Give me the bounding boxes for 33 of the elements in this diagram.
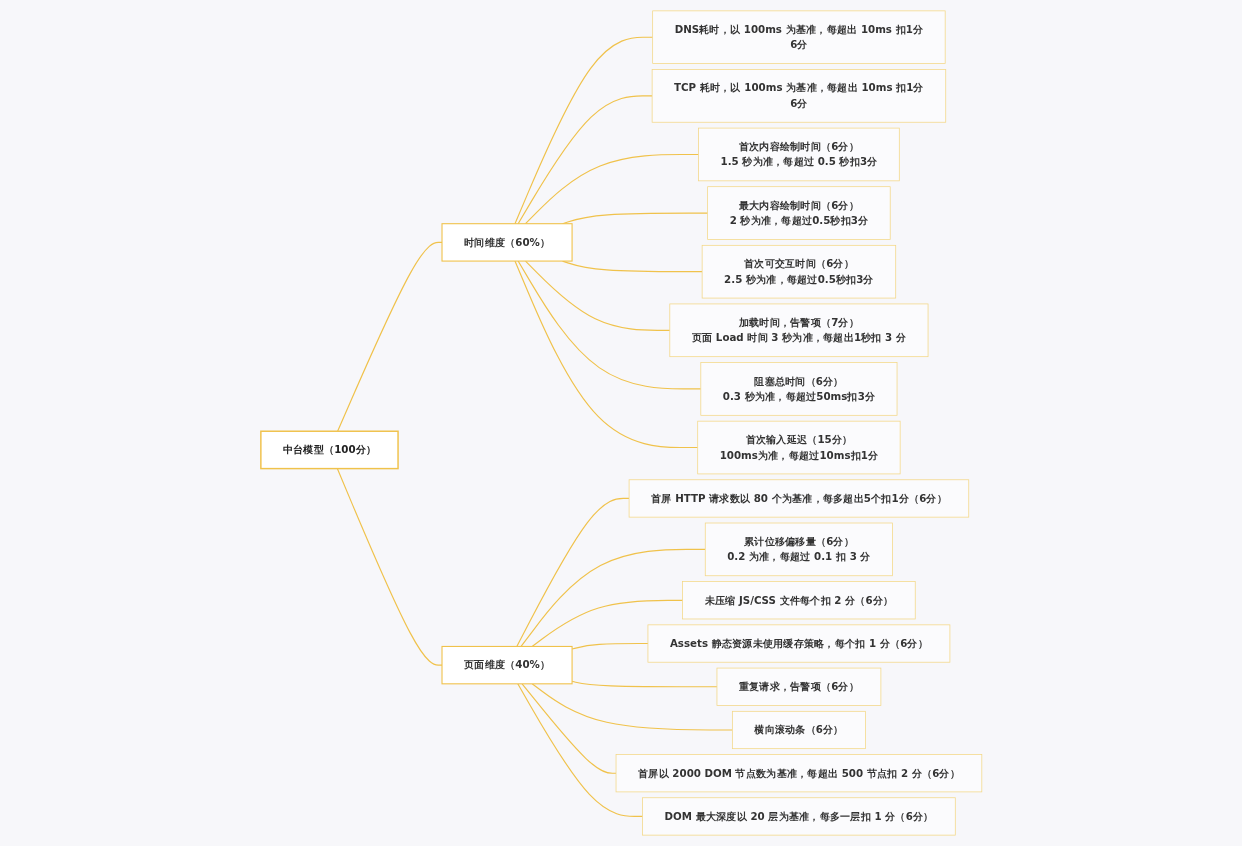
node-box: 时间维度（60%） xyxy=(441,223,573,262)
node-box: 首次内容绘制时间（6分） 1.5 秒为准，每超过 0.5 秒扣3分 xyxy=(697,127,900,182)
connector xyxy=(571,680,718,688)
connector xyxy=(520,548,706,648)
node-box: 中台模型（100分） xyxy=(259,430,399,470)
node-box: 累计位移偏移量（6分） 0.2 为准，每超过 0.1 扣 3 分 xyxy=(704,522,893,577)
node-box: Assets 静态资源未使用缓存策略，每个扣 1 分（6分） xyxy=(647,624,950,663)
node-box: 最大内容绘制时间（6分） 2 秒为准，每超过0.5秒扣3分 xyxy=(706,186,891,240)
node-box: 首屏以 2000 DOM 节点数为基准，每超出 500 节点扣 2 分（6分） xyxy=(615,754,982,793)
connector xyxy=(571,642,649,650)
node-box: 重复请求，告警项（6分） xyxy=(716,667,881,706)
connector xyxy=(524,260,671,331)
connector xyxy=(531,599,683,648)
node-box: 加载时间，告警项（7分） 页面 Load 时间 3 秒为准，每超出1秒扣 3 分 xyxy=(669,303,929,358)
node-box: DNS耗时，以 100ms 为基准，每超出 10ms 扣1分 6分 xyxy=(651,10,946,64)
node-box: 横向滚动条（6分） xyxy=(731,710,866,750)
connector xyxy=(517,260,702,390)
node-box: 阻塞总时间（6分） 0.3 秒为准，每超过50ms扣3分 xyxy=(700,362,898,416)
node-box: 首次可交互时间（6分） 2.5 秒为准，每超过0.5秒扣3分 xyxy=(701,244,896,299)
connector xyxy=(516,683,643,818)
connector xyxy=(514,36,653,225)
node-box: 页面维度（40%） xyxy=(441,645,573,685)
node-box: DOM 最大深度以 20 层为基准，每多一层扣 1 分（6分） xyxy=(641,797,956,836)
node-box: 未压缩 JS/CSS 文件每个扣 2 分（6分） xyxy=(681,581,916,620)
connector xyxy=(524,153,699,225)
node-box: TCP 耗时，以 100ms 为基准，每超出 10ms 扣1分 6分 xyxy=(651,69,946,123)
connector xyxy=(515,497,630,648)
node-box: 首屏 HTTP 请求数以 80 个为基准，每多超出5个扣1分（6分） xyxy=(628,479,969,518)
connector xyxy=(531,683,733,731)
connector xyxy=(514,260,698,449)
connector xyxy=(517,95,653,225)
node-box: 首次输入延迟（15分） 100ms为准，每超过10ms扣1分 xyxy=(697,420,901,475)
connector xyxy=(521,683,617,774)
